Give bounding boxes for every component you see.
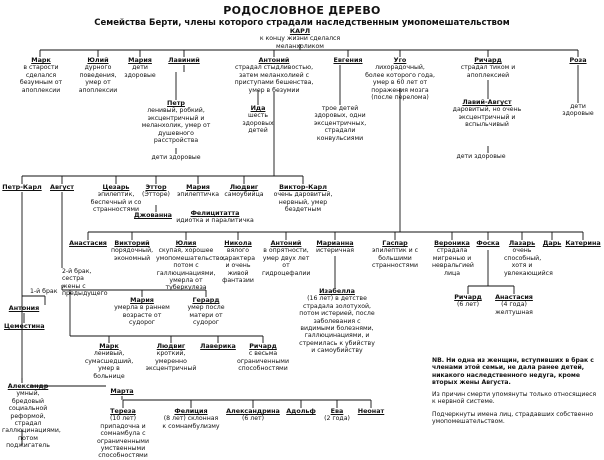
node-anastasiya-1: Анастасия <box>69 239 107 247</box>
node-laverika: Лаверика <box>200 342 236 350</box>
note-1: NB. Ни одна из женщин, вступивших в брак… <box>432 357 594 386</box>
node-feliciya: Фелиция(8 лет) склонная к сомнамбулизму <box>162 407 220 430</box>
node-izabella: Изабелла(16 лет) в детстве страдала золо… <box>299 287 375 355</box>
node-petr-karl: Петр-Карл <box>2 183 42 191</box>
node-petr-children: дети здоровые <box>151 154 201 161</box>
node-dzhovanna: Джованна <box>134 211 172 219</box>
node-dar: Дарь <box>542 239 562 247</box>
node-laviniy: Лавиний <box>168 56 200 64</box>
node-avgust: Август <box>50 183 74 191</box>
node-katerina: Катерина <box>565 239 601 247</box>
node-antoniya: Антония <box>8 304 40 312</box>
node-anastasiya-2: Анастасия(4 года) желтушная <box>495 293 533 316</box>
notes-panel: NB. Ни одна из женщин, вступивших в брак… <box>432 357 598 430</box>
node-ettor: Эттор(Этторе) <box>142 183 170 199</box>
marriage-label-first: 1-й брак <box>30 288 58 295</box>
node-tereza: Тереза(10 лет) припадочна и сомнамбула с… <box>97 407 149 460</box>
node-evgeniya: Евгения <box>333 56 363 64</box>
node-evgeniya-children: трое детей здоровых, одни эксцентричных,… <box>313 105 367 142</box>
page-subtitle: Семейства Берти, члены которого страдали… <box>94 18 510 28</box>
node-marta: Марта <box>110 387 134 395</box>
node-adolf: Адольф <box>286 407 316 415</box>
node-laviy-children: дети здоровые <box>456 153 506 160</box>
node-richard-2: Ричард(6 лет) <box>454 293 482 309</box>
note-3: Подчеркнуты имена лиц, страдавших собств… <box>432 410 594 426</box>
node-roza: Роза <box>569 56 587 64</box>
marriage-label-second: 2-й брак, сестра жены с предыдущего <box>62 268 108 298</box>
node-neonat: Неонат <box>357 407 385 415</box>
note-2: Из причин смерти упомянуты только относя… <box>432 391 597 406</box>
node-aleksandrina: Александрина(6 лет) <box>226 407 280 423</box>
node-eva: Ева(2 года) <box>324 407 350 423</box>
node-roza-children: дети здоровые <box>562 103 594 118</box>
page-title: РОДОСЛОВНОЕ ДЕРЕВО <box>223 4 381 17</box>
node-cemestina: Цеместина <box>4 322 45 330</box>
node-foska: Фоска <box>476 239 500 247</box>
